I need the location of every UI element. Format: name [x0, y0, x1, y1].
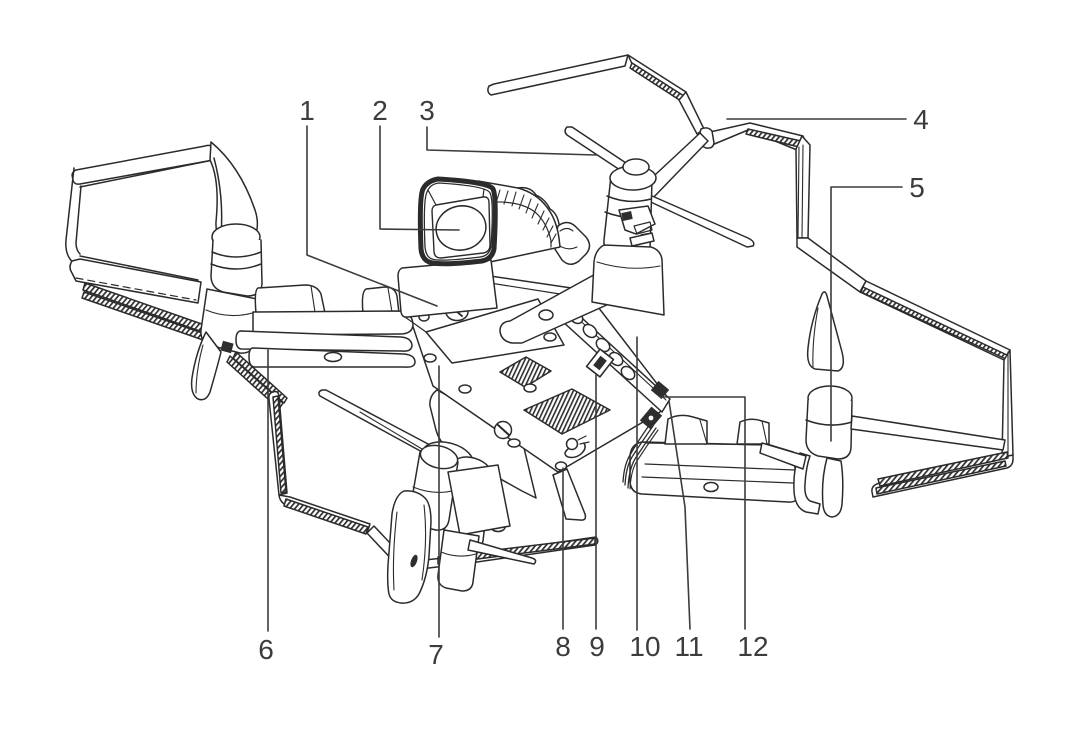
svg-text:11: 11 [674, 631, 703, 662]
svg-text:8: 8 [555, 631, 571, 662]
svg-text:4: 4 [913, 104, 929, 135]
svg-text:9: 9 [589, 631, 605, 662]
svg-text:2: 2 [372, 95, 388, 126]
svg-text:12: 12 [737, 631, 768, 662]
svg-text:1: 1 [299, 95, 315, 126]
svg-text:6: 6 [258, 634, 274, 665]
svg-text:10: 10 [629, 631, 660, 662]
svg-text:7: 7 [428, 639, 444, 670]
svg-text:5: 5 [909, 172, 925, 203]
svg-text:3: 3 [419, 95, 435, 126]
